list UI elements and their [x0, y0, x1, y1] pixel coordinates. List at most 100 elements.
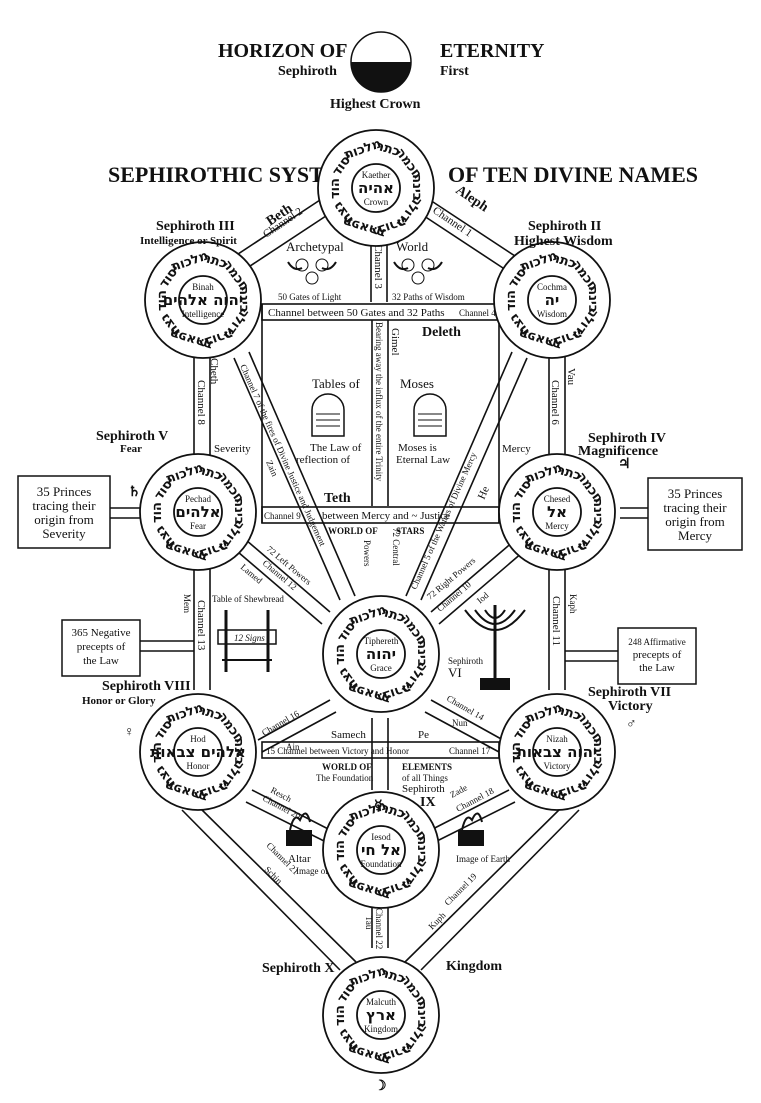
channel-5-letter: He — [476, 485, 492, 502]
sephiroth-6-subtitle: VI — [448, 665, 462, 680]
sephirah-binah: כתרחכמהבינהגדולהגבורהתפארתנצחהודיסודמלכו… — [144, 241, 262, 359]
sephiroth-4-label: Sephiroth IV — [588, 431, 666, 446]
ring-word: כתר — [196, 463, 223, 484]
sephirah-meaning: Victory — [544, 761, 571, 771]
sephirah-meaning: Kingdom — [364, 1024, 398, 1034]
inner-ring — [356, 629, 406, 679]
inner-ring — [532, 727, 582, 777]
ring-word: הוד — [509, 742, 524, 763]
sephiroth-4-subtitle: Magnificence — [578, 444, 658, 459]
sephiroth-8-label: Sephiroth VIII — [102, 679, 191, 694]
venus-icon: ♀ — [124, 725, 135, 740]
saturn-icon: ♄ — [128, 485, 141, 500]
channel-17-label: Channel 17 — [449, 746, 491, 756]
sephirah-name: Iesod — [371, 832, 391, 842]
tablet-icon — [413, 393, 447, 437]
sephirah-malcuth: כתרחכמהבינהגדולהגבורהתפארתנצחהודיסודמלכו… — [322, 956, 440, 1074]
inner-ring — [178, 275, 228, 325]
channel-9-label: Channel 9 — [264, 511, 301, 521]
ring-word: הוד — [509, 502, 524, 523]
sephiroth-3-subtitle: Intelligence or Spirit — [140, 235, 237, 247]
ring-word: כתר — [379, 966, 406, 987]
ring-word: בינה — [414, 640, 429, 667]
sephiroth-9-subtitle: IX — [420, 795, 436, 810]
sephirah-name: Nizah — [546, 734, 568, 744]
ring-word: בינה — [231, 738, 246, 765]
shewbread-table-icon — [217, 610, 277, 672]
central-label: 72 Central — [391, 528, 401, 566]
header-eternity: ETERNITY — [440, 40, 545, 62]
sephirah-meaning: Mercy — [545, 521, 569, 531]
sephirah-cochma: כתרחכמהבינהגדולהגבורהתפארתנצחהודיסודמלכו… — [493, 241, 611, 359]
sephiroth-8-subtitle: Honor or Glory — [82, 695, 156, 707]
divine-name: אל חי — [361, 841, 401, 859]
world-of-powers-label: WORLD OF — [328, 526, 378, 536]
channel-lines — [181, 199, 580, 971]
box-text: Severity — [42, 526, 86, 541]
planet-symbols: ♃ ♄ ♀ ♂ ☿ ☽ — [124, 457, 637, 1094]
sephirah-meaning: Crown — [364, 197, 389, 207]
box-text: tracing their — [32, 498, 96, 513]
channel-8-label: Channel 8 — [195, 380, 207, 425]
signs-label: 12 Signs — [234, 633, 265, 643]
channel-7-letter: Zain — [264, 459, 280, 479]
moon-icon: ☽ — [374, 1079, 387, 1094]
mercury-icon: ☿ — [374, 799, 383, 814]
sephirah-tiphereth: כתרחכמהבינהגדולהגבורהתפארתנצחהודיסודמלכו… — [322, 595, 440, 713]
severity-label: Severity — [214, 443, 251, 455]
channel-13-label: Channel 13 — [195, 600, 207, 651]
channel-9-letter: Teth — [324, 491, 351, 506]
law-of-label: The Law of — [310, 442, 362, 454]
ring-word: כתר — [555, 703, 582, 724]
channel-1-letter: Aleph — [453, 183, 491, 216]
sephiroth-10-subtitle: Kingdom — [446, 959, 502, 974]
box-text: 35 Princes — [668, 486, 723, 501]
ring-word: הוד — [333, 1005, 348, 1026]
ring-word: בינה — [590, 498, 605, 525]
sephirah-nizah: כתרחכמהבינהגדולהגבורהתפארתנצחהודיסודמלכו… — [498, 693, 616, 811]
ring-word: כתר — [379, 801, 406, 822]
sephirah-name: Malcuth — [366, 997, 396, 1007]
altar-icon — [286, 812, 312, 846]
channel-11-label: Channel 11 — [550, 596, 562, 646]
channel-17-letter: Pe — [418, 729, 429, 741]
channel-4-short: Channel 4 — [459, 308, 496, 318]
header-horizon: HORIZON OF — [218, 40, 347, 62]
channel-22-letter: Tau — [364, 916, 374, 930]
channel-15-label: 15 Channel between Victory and Honor — [266, 746, 409, 756]
divine-name: יהוה צבאות — [517, 743, 598, 761]
box-text: 248 Affirmative — [628, 637, 686, 647]
side-box-right-bottom: 248 Affirmative precepts of the Law — [565, 627, 697, 685]
sephiroth-10-label: Sephiroth X — [262, 961, 334, 976]
channel-11-letter: Kaph — [568, 594, 578, 614]
ring-word: כתר — [555, 463, 582, 484]
sephiroth-2-label: Sephiroth II — [528, 219, 601, 234]
ring-word: בינה — [590, 738, 605, 765]
channel-15-letter: Samech — [331, 729, 366, 741]
sephiroth-layer: כתרחכמהבינהגדולהגבורהתפארתנצחהודיסודמלכו… — [139, 129, 616, 1074]
all-things-label: of all Things — [402, 773, 448, 783]
world-of-foundation-label: WORLD OF — [322, 762, 372, 772]
inner-ring — [173, 727, 223, 777]
inner-ring — [527, 275, 577, 325]
channel-14-letter: Nun — [452, 718, 468, 728]
channel-16-letter: Ain — [286, 742, 300, 752]
sephirah-name: Kaether — [362, 170, 390, 180]
ring-word: בינה — [409, 174, 424, 201]
menorah-icon — [464, 605, 526, 690]
divine-name: אלהים — [175, 503, 220, 521]
inner-ring — [173, 487, 223, 537]
channel-9-text: between Mercy and ~ Justice — [322, 510, 450, 522]
sephirah-meaning: Foundation — [360, 859, 402, 869]
box-text: the Law — [639, 662, 675, 674]
archetypal-label: Archetypal — [286, 239, 344, 254]
channel-18-letter: Zade — [448, 782, 469, 799]
box-text: tracing their — [663, 500, 727, 515]
shewbread-label: Table of Shewbread — [212, 594, 284, 604]
tables-of-label: Tables of — [312, 376, 360, 391]
divine-name: יהוה אלהים — [163, 291, 244, 309]
ring-word: הוד — [150, 502, 165, 523]
sephirah-iesod: כתרחכמהבינהגדולהגבורהתפארתנצחהודיסודמלכו… — [322, 791, 440, 909]
horizon-disc-icon — [350, 31, 412, 93]
tablet-icon — [311, 393, 345, 437]
